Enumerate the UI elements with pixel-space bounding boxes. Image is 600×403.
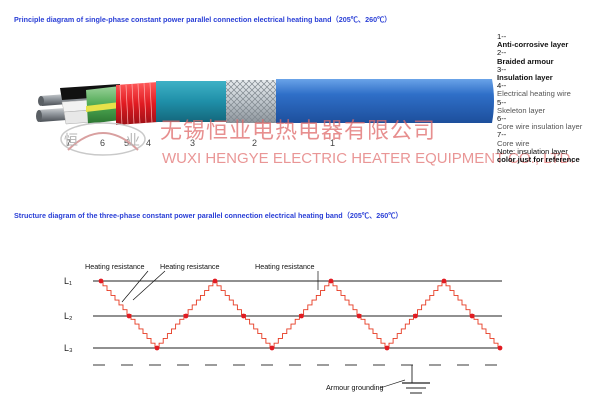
- label-leader-line: [132, 270, 166, 301]
- heating-resistance-label: Heating resistance: [160, 262, 220, 271]
- skeleton-layer: [86, 86, 120, 124]
- cable-cross-section-illustration: 7 6 5 4 3 2 1: [36, 79, 494, 148]
- label-leader-line: [379, 379, 406, 389]
- cable-layer-number: 7: [66, 138, 71, 148]
- heating-resistance-label: Heating resistance: [85, 262, 145, 271]
- phase-label: L₃: [64, 343, 73, 353]
- connection-node: [241, 313, 246, 319]
- braided-armour: [226, 80, 278, 123]
- legend-item-number: 4--: [497, 81, 507, 91]
- connection-node: [183, 313, 189, 319]
- watermark-company-name-english: WUXI HENGYE ELECTRIC HEATER EQUIPMENT CO…: [162, 150, 575, 167]
- connection-node: [356, 313, 362, 319]
- connection-node: [469, 313, 475, 319]
- armour-grounding-label: Armour grounding: [326, 383, 384, 392]
- cable-layer-number: 3: [190, 138, 195, 148]
- svg-text:业: 业: [126, 132, 140, 148]
- phase-label: L₂: [64, 311, 73, 321]
- legend-note: Note: insulation layer: [497, 146, 568, 156]
- cable-layer-number: 5: [124, 138, 129, 148]
- connection-node: [413, 313, 418, 319]
- connection-node: [269, 345, 275, 351]
- legend-item-number: 1--: [497, 32, 507, 41]
- watermark-company-name-chinese: 无锡恒业电热电器有限公司: [160, 118, 437, 143]
- cable-layer-number: 6: [100, 138, 105, 148]
- legend-item-label: Core wire: [497, 138, 530, 148]
- connection-node: [98, 278, 104, 284]
- connection-node: [212, 278, 218, 284]
- svg-text:恒: 恒: [64, 132, 78, 148]
- legend-item-label: Anti-corrosive layer: [497, 40, 569, 50]
- connection-node: [441, 278, 447, 284]
- connection-node: [154, 345, 160, 351]
- legend-item-number: 5--: [497, 97, 507, 107]
- legend-item-number: 2--: [497, 48, 507, 58]
- legend-item-label: Electrical heating wire: [497, 89, 571, 99]
- connection-node: [497, 345, 503, 351]
- legend-item-label: Core wire insulation layer: [497, 122, 583, 132]
- legend-item-label: Braided armour: [497, 56, 554, 66]
- phase-label: L₁: [64, 276, 72, 286]
- legend-item-number: 6--: [497, 114, 507, 124]
- company-logo-watermark: 恒 业: [60, 122, 146, 156]
- label-leader-line: [121, 270, 149, 303]
- cable-layer-number: 2: [252, 138, 257, 148]
- connection-node: [384, 345, 390, 351]
- connection-node: [126, 313, 132, 319]
- connection-node: [328, 278, 334, 284]
- legend-item-number: 7--: [497, 130, 507, 140]
- legend-item-label: Insulation layer: [497, 73, 553, 83]
- connection-node: [299, 313, 304, 319]
- cable-layer-number: 4: [146, 138, 151, 148]
- electrical-heating-wire: [116, 82, 158, 126]
- legend-item-label: Skeleton layer: [497, 105, 546, 115]
- three-phase-diagram-title: Structure diagram of the three-phase con…: [14, 211, 403, 220]
- legend-item-number: 3--: [497, 64, 507, 74]
- legend-note-color: color just for reference: [497, 155, 580, 165]
- heating-resistance-label: Heating resistance: [255, 262, 315, 271]
- insulation-layer: [156, 81, 228, 122]
- anti-corrosive-layer: [276, 79, 494, 123]
- cable-layer-number: 1: [330, 138, 335, 148]
- single-phase-diagram-title: Principle diagram of single-phase consta…: [14, 15, 392, 24]
